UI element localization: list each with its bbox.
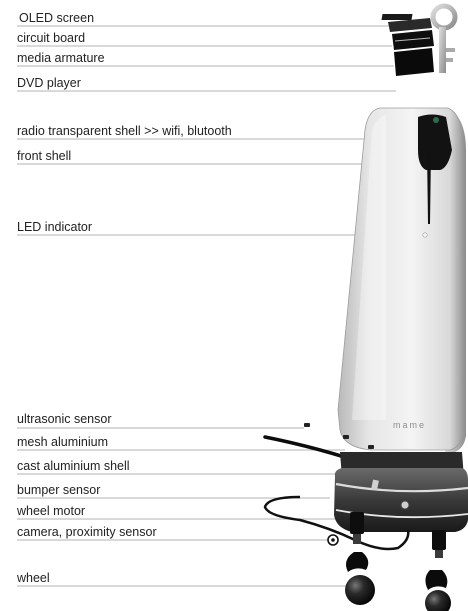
cast-aluminium-shell (334, 452, 468, 532)
ultrasonic-sensors (304, 423, 374, 449)
label-circuit-board: circuit board (17, 31, 86, 45)
bumper-sensor-dot (400, 500, 410, 510)
label-wheel: wheel (17, 571, 50, 585)
dvd-player-part (394, 48, 434, 76)
label-camera-proximity-sensor: camera, proximity sensor (17, 525, 157, 539)
label-led-indicator: LED indicator (17, 220, 93, 234)
key-shaped-part (430, 3, 458, 73)
label-bumper-sensor: bumper sensor (17, 483, 101, 497)
wheel-motors (350, 512, 446, 558)
wheels (345, 552, 451, 611)
label-cast-aluminium-shell: cast aluminium shell (17, 459, 130, 473)
oled-screen-part (381, 14, 413, 20)
label-ultrasonic-sensor: ultrasonic sensor (17, 412, 112, 426)
brand-mark: mame (393, 420, 426, 430)
front-shell-body: mame (337, 107, 466, 452)
top-components (381, 3, 458, 76)
label-wheel-motor: wheel motor (17, 504, 86, 518)
circuit-board-edge (394, 37, 431, 42)
leader-lines (17, 25, 430, 587)
label-front-shell: front shell (17, 149, 72, 163)
label-radio-transparent-shell: radio transparent shell >> wifi, blutoot… (17, 124, 232, 138)
label-dvd-player: DVD player (17, 76, 81, 90)
radio-transparent-window (418, 114, 452, 170)
label-media-armature: media armature (17, 51, 105, 65)
bumper-wire (263, 495, 410, 551)
label-mesh-aluminium: mesh aluminium (17, 435, 109, 449)
media-armature-part (392, 30, 434, 50)
front-shell-slot (427, 150, 431, 224)
label-oled-screen: OLED screen (19, 11, 95, 25)
circuit-board-part (388, 18, 432, 32)
led-indicator-dot (422, 232, 428, 238)
